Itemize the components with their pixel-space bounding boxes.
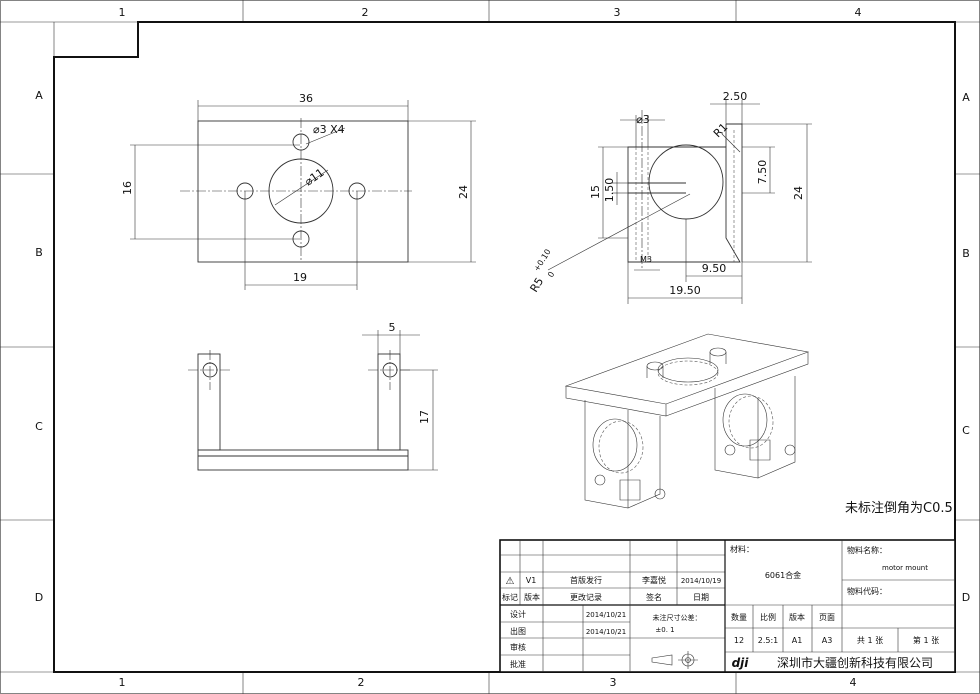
row-label-d: D — [35, 591, 43, 604]
chamfer-note: 未标注倒角为C0.5 — [845, 501, 953, 516]
header-mark: 标记 — [502, 592, 518, 602]
title-block: ⚠ V1 首版发行 李嘉悦 2014/10/19 标记 版本 更改记录 签名 日… — [499, 539, 956, 673]
label-design: 设计 — [510, 609, 526, 619]
dim-width: 36 — [299, 92, 313, 105]
dim-tab-width: 5 — [389, 321, 396, 334]
header-sign: 签名 — [646, 592, 662, 602]
sheets-current: 第 1 张 — [913, 635, 939, 645]
dim-9-50: 9.50 — [702, 262, 727, 275]
col-label-2-bottom: 2 — [358, 676, 365, 689]
tolerance-line1: 未注尺寸公差： — [653, 613, 702, 622]
dim-height-17: 17 — [418, 410, 431, 424]
spec-version: A1 — [792, 636, 803, 645]
spec-header-version: 版本 — [789, 612, 805, 622]
label-approve: 批准 — [510, 659, 526, 669]
rev-date: 2014/10/19 — [681, 577, 721, 585]
bottom-view: 5 17 — [188, 321, 438, 471]
row-label-a-right: A — [962, 91, 970, 104]
col-label-1-bottom: 1 — [119, 676, 126, 689]
rev-signer: 李嘉悦 — [642, 575, 666, 585]
spec-scale: 2.5:1 — [758, 636, 779, 645]
dim-top-thickness: 2.50 — [723, 90, 748, 103]
isometric-view — [564, 333, 810, 509]
material-value: 6061合金 — [765, 570, 801, 580]
part-code-label: 物料代码： — [847, 586, 887, 596]
dim-fillet-tol-minus: 0 — [546, 270, 556, 279]
row-label-a: A — [35, 89, 43, 102]
dim-24-side: 24 — [792, 186, 805, 200]
sheets-total: 共 1 张 — [857, 636, 883, 645]
dim-hole-spacing-h: 19 — [293, 271, 307, 284]
header-change-record: 更改记录 — [570, 592, 602, 602]
dim-fillet-r5: R5 — [528, 275, 547, 294]
callout-center-hole: ⌀11 — [302, 166, 326, 188]
header-version: 版本 — [524, 592, 540, 602]
label-drawing: 出图 — [510, 626, 526, 636]
projection-symbol-icon — [651, 651, 698, 669]
row-label-b: B — [35, 246, 43, 259]
side-bore — [648, 144, 724, 220]
spec-header-scale: 比例 — [760, 612, 776, 622]
side-view: 2.50 ⌀3 R1 7.50 24 15 1.50 M3 9.50 19.50… — [528, 90, 812, 304]
drawing-date: 2014/10/21 — [586, 628, 626, 636]
header-date: 日期 — [693, 593, 709, 602]
dim-radius: R1 — [711, 121, 731, 141]
company-logo: dji — [732, 656, 750, 670]
front-view: 36 24 16 19 ⌀3 X4 ⌀11 — [121, 92, 476, 290]
col-label-1: 1 — [119, 6, 126, 19]
rev-description: 首版发行 — [570, 575, 602, 585]
col-label-4: 4 — [855, 6, 862, 19]
col-label-2: 2 — [362, 6, 369, 19]
label-check: 审核 — [510, 642, 526, 652]
row-label-d-right: D — [962, 591, 970, 604]
dim-height: 24 — [457, 185, 470, 199]
callout-mount-holes: ⌀3 X4 — [313, 123, 345, 136]
part-name-label: 物料名称： — [847, 545, 887, 555]
col-label-3: 3 — [614, 6, 621, 19]
dim-15: 15 — [589, 185, 602, 199]
zone-labels: 1 2 3 4 1 2 3 4 A B C D A B C D — [35, 6, 970, 689]
col-label-4-bottom: 4 — [850, 676, 857, 689]
dim-hole-spacing-v: 16 — [121, 181, 134, 195]
material-label: 材料： — [730, 544, 754, 554]
tolerance-line2: ±0. 1 — [655, 626, 674, 634]
spec-page: A3 — [822, 636, 833, 645]
rev-version: V1 — [526, 576, 537, 585]
design-date: 2014/10/21 — [586, 611, 626, 619]
spec-header-page: 页面 — [819, 613, 835, 622]
row-label-c: C — [35, 420, 43, 433]
row-label-b-right: B — [962, 247, 970, 260]
inner-border — [53, 21, 956, 673]
dim-1-50: 1.50 — [603, 178, 616, 203]
warning-icon: ⚠ — [506, 576, 515, 587]
dim-hole-dia: ⌀3 — [636, 113, 650, 126]
col-label-3-bottom: 3 — [610, 676, 617, 689]
spec-qty: 12 — [734, 636, 744, 645]
spec-header-qty: 数量 — [731, 612, 747, 622]
dim-7-50: 7.50 — [756, 160, 769, 185]
front-outline — [197, 120, 409, 263]
dim-thread: M3 — [640, 255, 652, 264]
row-label-c-right: C — [962, 424, 970, 437]
part-name-value: motor mount — [882, 564, 928, 572]
dim-19-50: 19.50 — [669, 284, 701, 297]
company-name: 深圳市大疆创新科技有限公司 — [777, 655, 933, 670]
